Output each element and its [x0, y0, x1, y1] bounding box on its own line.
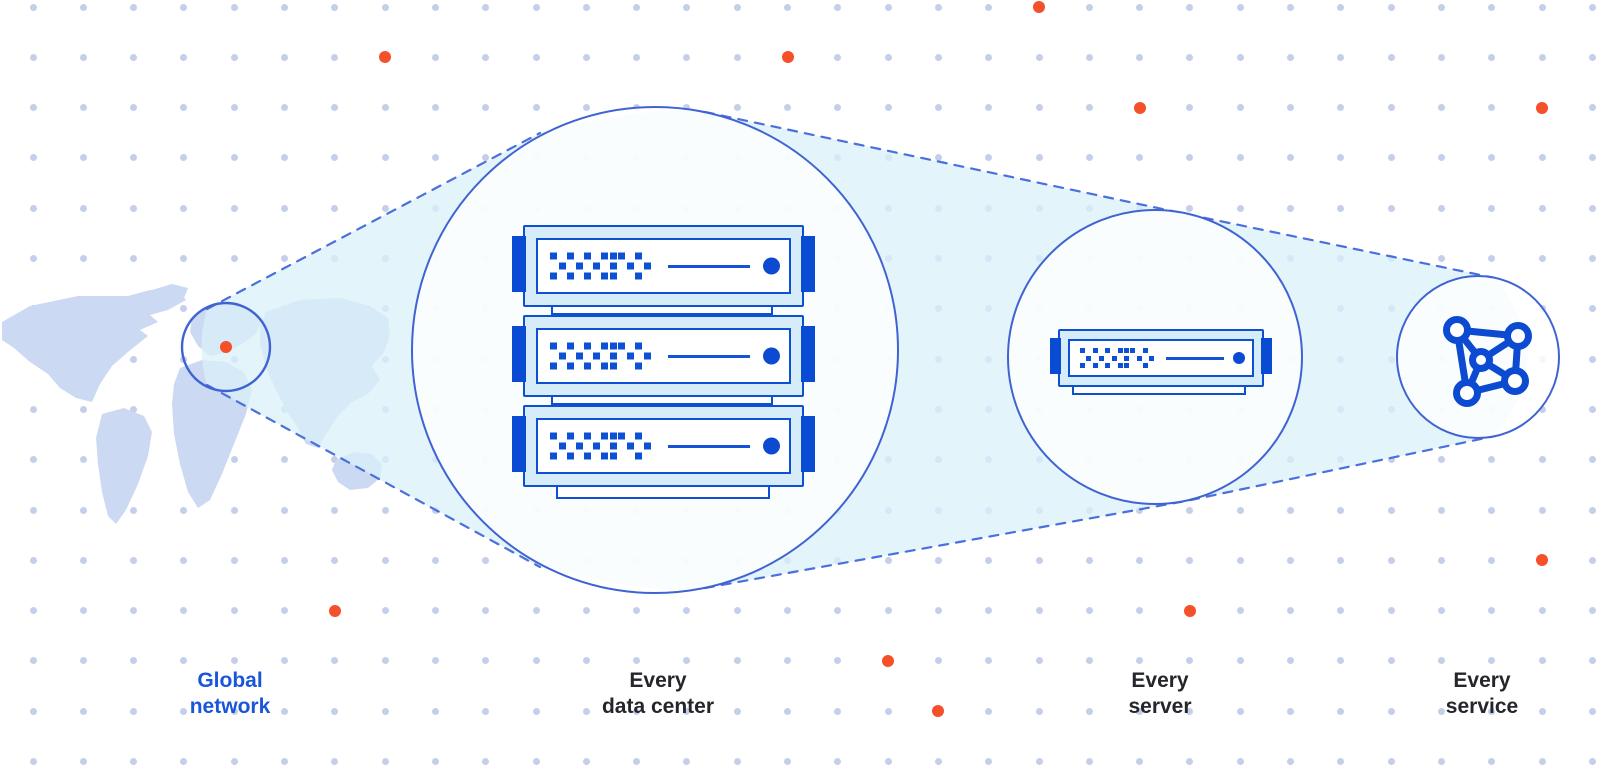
status-led	[1233, 352, 1245, 364]
panel-line	[668, 444, 750, 448]
label-line: server	[1128, 695, 1192, 718]
rack-unit-3-icon	[512, 405, 815, 487]
status-led	[763, 257, 780, 275]
label-line: Global	[197, 669, 263, 692]
rack-ear	[1261, 338, 1272, 374]
label-line: network	[189, 695, 271, 718]
panel-line	[668, 264, 750, 268]
server-front-panel	[536, 328, 791, 384]
led-matrix	[1080, 348, 1155, 368]
status-led	[763, 437, 780, 455]
rack-ear	[512, 326, 526, 382]
server-front-panel	[536, 418, 791, 474]
rack-ear	[512, 416, 526, 472]
led-matrix	[550, 432, 651, 460]
label-line: Every	[1453, 669, 1511, 692]
map-marker-dot	[220, 341, 232, 353]
label-every-server: Every server	[1030, 668, 1290, 720]
rack-ear	[512, 236, 526, 292]
status-led	[763, 347, 780, 365]
rack-ear	[801, 416, 815, 472]
panel-line	[1166, 356, 1224, 360]
led-matrix	[550, 252, 651, 280]
label-line: data center	[601, 695, 715, 718]
single-server-icon	[1050, 329, 1272, 387]
rack-ear	[1050, 338, 1061, 374]
label-every-data-center: Every data center	[528, 668, 788, 720]
rack-unit-2-icon	[512, 315, 815, 397]
map-focus-circle	[180, 301, 272, 393]
rack-ear	[801, 236, 815, 292]
network-graph-icon	[1443, 316, 1532, 407]
label-line: service	[1445, 695, 1519, 718]
rack-ear	[801, 326, 815, 382]
led-matrix	[550, 342, 651, 370]
label-line: Every	[629, 669, 687, 692]
server-front-panel	[1068, 339, 1254, 377]
rack-unit-1-icon	[512, 225, 815, 307]
server-front-panel	[536, 238, 791, 294]
label-global-network: Global network	[100, 668, 360, 720]
label-line: Every	[1131, 669, 1189, 692]
panel-line	[668, 354, 750, 358]
beam-dashed-lines	[205, 110, 1497, 590]
label-every-service: Every service	[1352, 668, 1612, 720]
